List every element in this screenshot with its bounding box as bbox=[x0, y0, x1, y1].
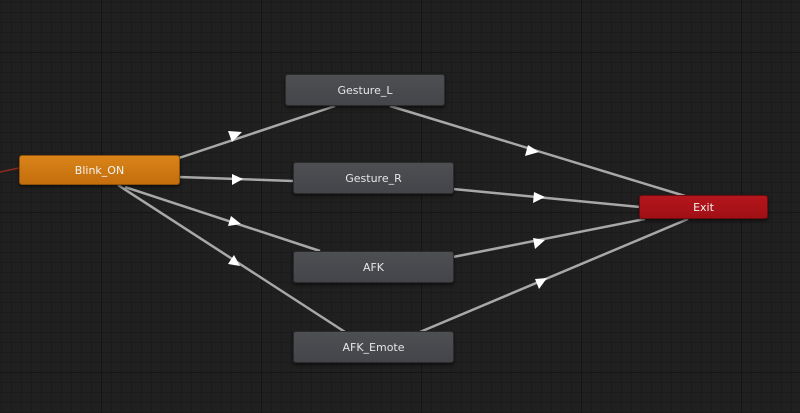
state-label: Blink_ON bbox=[74, 163, 125, 177]
state-label: Gesture_L bbox=[337, 83, 393, 97]
transition-arrow-icon bbox=[232, 174, 243, 185]
transition-arrow-icon bbox=[533, 238, 545, 249]
transition-blink-to-gesture-l[interactable] bbox=[178, 104, 336, 160]
state-node-gesture-r[interactable]: Gesture_R bbox=[293, 162, 454, 194]
state-label: AFK_Emote bbox=[342, 340, 405, 354]
transition-arrow-icon bbox=[525, 145, 539, 156]
transition-gesture-r-to-exit[interactable] bbox=[452, 187, 641, 209]
state-node-gesture-l[interactable]: Gesture_L bbox=[285, 74, 445, 106]
transition-arrow-icon bbox=[228, 131, 242, 142]
transition-arrow-icon bbox=[535, 278, 547, 289]
state-label: Gesture_R bbox=[345, 171, 402, 185]
default-state-node-blink-on[interactable]: Blink_ON bbox=[19, 155, 180, 185]
state-label: AFK bbox=[362, 260, 385, 274]
exit-node[interactable]: Exit bbox=[639, 195, 768, 219]
transition-afk-to-exit[interactable] bbox=[452, 217, 646, 259]
entry-transition-line bbox=[0, 167, 20, 173]
transition-arrow-icon bbox=[228, 255, 240, 266]
transition-blink-to-afk-emote[interactable] bbox=[117, 183, 346, 334]
transition-arrow-icon bbox=[533, 192, 545, 203]
transition-arrow-icon bbox=[228, 216, 241, 226]
state-node-afk[interactable]: AFK bbox=[293, 251, 454, 283]
state-label: Exit bbox=[693, 200, 714, 214]
transition-afk-emote-to-exit[interactable] bbox=[419, 217, 689, 334]
transition-blink-to-afk[interactable] bbox=[124, 185, 321, 253]
state-node-afk-emote[interactable]: AFK_Emote bbox=[293, 331, 454, 363]
transition-gesture-l-to-exit[interactable] bbox=[389, 104, 686, 198]
